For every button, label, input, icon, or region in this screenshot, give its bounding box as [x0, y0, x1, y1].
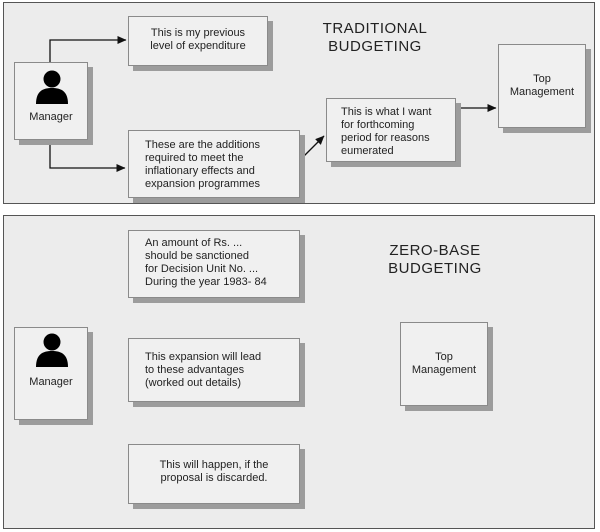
person-icon: [36, 333, 68, 367]
amount-text: An amount of Rs. ... should be sanctione…: [145, 237, 267, 288]
additions-box: These are the additions required to meet…: [128, 130, 300, 198]
additions-text: These are the additions required to meet…: [145, 139, 260, 190]
zero-base-budgeting-heading: ZERO-BASE BUDGETING: [388, 242, 482, 277]
amount-box: An amount of Rs. ... should be sanctione…: [128, 230, 300, 298]
what-i-want-text: This is what I want for forthcoming peri…: [341, 106, 432, 157]
zero-base-top-management-box: Top Management: [400, 322, 488, 406]
person-icon: [36, 70, 68, 104]
arrow-manager-to-additions: [49, 140, 126, 172]
arrow-additions-to-what-i-want: [299, 135, 325, 161]
expansion-box: This expansion will lead to these advant…: [128, 338, 300, 402]
discarded-text: This will happen, if the proposal is dis…: [159, 459, 269, 484]
top-management-label: Top Management: [509, 73, 575, 98]
traditional-budgeting-heading: TRADITIONAL BUDGETING: [322, 20, 428, 55]
manager-label: Manager: [29, 376, 73, 388]
what-i-want-box: This is what I want for forthcoming peri…: [326, 98, 456, 162]
previous-level-text: This is my previous level of expenditure: [150, 27, 246, 52]
arrow-manager-to-previous-level: [49, 36, 127, 62]
expansion-text: This expansion will lead to these advant…: [145, 351, 262, 389]
traditional-top-management-box: Top Management: [498, 44, 586, 128]
manager-label: Manager: [29, 111, 73, 123]
previous-level-box: This is my previous level of expenditure: [128, 16, 268, 66]
top-management-label: Top Management: [411, 351, 477, 376]
zero-base-manager-box: Manager: [14, 327, 88, 420]
traditional-manager-box: Manager: [14, 62, 88, 140]
discarded-box: This will happen, if the proposal is dis…: [128, 444, 300, 504]
